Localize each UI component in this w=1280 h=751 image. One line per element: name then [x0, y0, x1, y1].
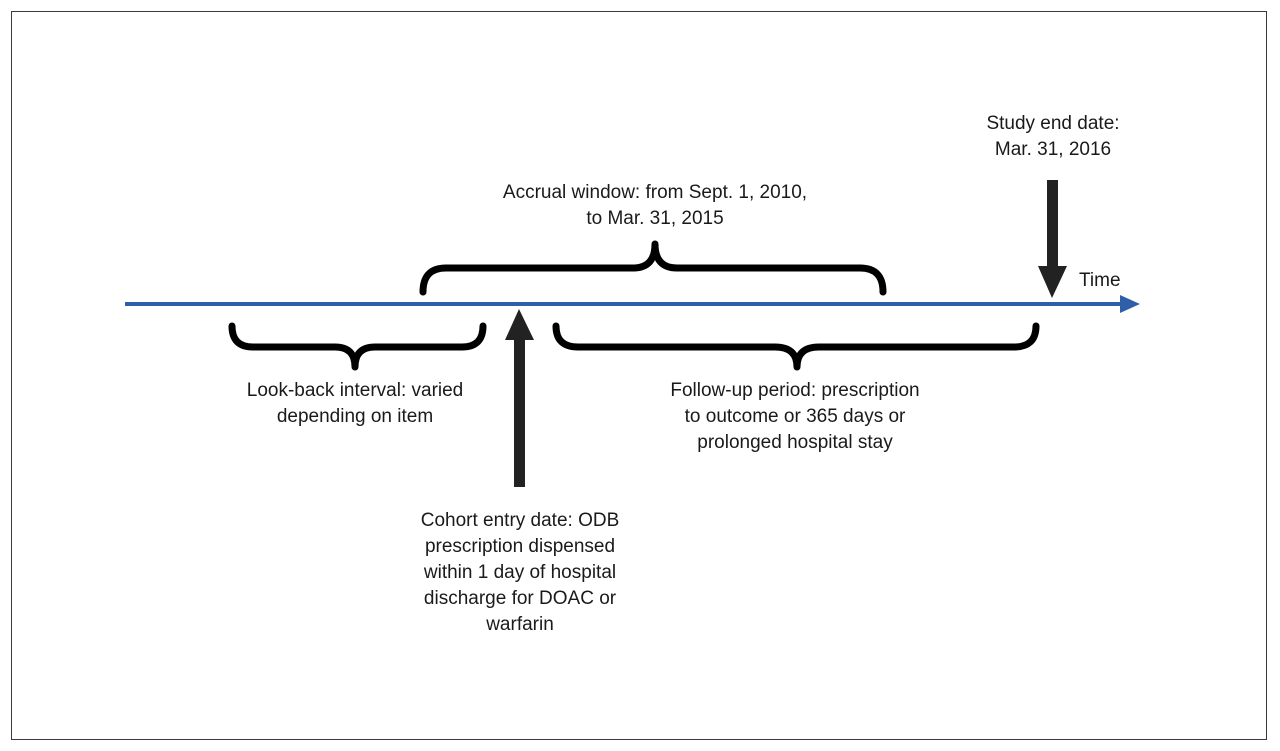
accrual-window-label: Accrual window: from Sept. 1, 2010, to M…: [502, 182, 808, 229]
look-back-label: Look-back interval: varied depending on …: [246, 380, 464, 427]
study-end-label: Study end date: Mar. 31, 2016: [986, 113, 1120, 160]
look-back-brace: [228, 322, 487, 371]
cohort-entry-arrow-shaft: [514, 335, 525, 487]
study-end-arrowhead: [1038, 266, 1067, 298]
study-end-arrow-shaft: [1047, 180, 1058, 270]
cohort-entry-arrowhead: [505, 309, 534, 340]
time-axis-label: Time: [1079, 270, 1121, 291]
diagram-frame: [11, 11, 1267, 740]
accrual-window-brace: [419, 240, 887, 296]
follow-up-label: Follow-up period: prescription to outcom…: [670, 380, 920, 453]
cohort-entry-label: Cohort entry date: ODB prescription disp…: [420, 510, 620, 635]
time-axis-arrowhead: [1120, 295, 1140, 313]
follow-up-brace: [552, 322, 1040, 371]
